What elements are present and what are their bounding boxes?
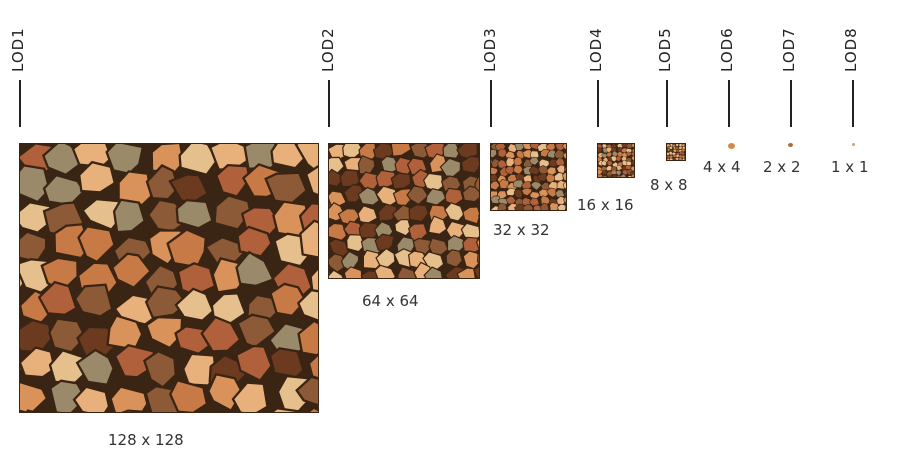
- lod4-label: LOD4: [587, 27, 605, 72]
- stone-texture-2: [329, 144, 479, 278]
- lod5-texture-image: [666, 143, 686, 161]
- lod6-size-caption: 4 x 4: [703, 158, 741, 176]
- lod5-tick: [666, 80, 668, 127]
- lod1-tick: [19, 80, 21, 127]
- lod3-tick: [490, 80, 492, 127]
- lod1-label: LOD1: [9, 27, 27, 72]
- lod3-size-caption: 32 x 32: [493, 221, 550, 239]
- lod2-tick: [328, 80, 330, 127]
- lod1-size-caption: 128 x 128: [108, 431, 184, 449]
- lod8-texture-dot: [852, 143, 855, 146]
- lod6-label: LOD6: [718, 27, 736, 72]
- lod7-size-caption: 2 x 2: [763, 158, 801, 176]
- lod7-texture-dot: [788, 143, 793, 147]
- lod5-size-caption: 8 x 8: [650, 176, 688, 194]
- lod6-tick: [728, 80, 730, 127]
- lod2-texture-image: [328, 143, 480, 279]
- stone-texture-4: [598, 144, 634, 177]
- lod4-size-caption: 16 x 16: [577, 196, 634, 214]
- lod2-label: LOD2: [319, 27, 337, 72]
- lod7-label: LOD7: [780, 27, 798, 72]
- lod3-texture-image: [490, 143, 567, 211]
- lod7-tick: [790, 80, 792, 127]
- lod4-texture-image: [597, 143, 635, 178]
- stone-texture-3: [491, 144, 566, 210]
- lod3-label: LOD3: [481, 27, 499, 72]
- lod6-texture-dot: [728, 143, 735, 149]
- lod8-size-caption: 1 x 1: [831, 158, 869, 176]
- lod8-label: LOD8: [842, 27, 860, 72]
- stone-texture-1: [20, 144, 318, 412]
- lod2-size-caption: 64 x 64: [362, 292, 419, 310]
- stone-texture-5: [667, 144, 685, 160]
- lod1-texture-image: [19, 143, 319, 413]
- lod5-label: LOD5: [656, 27, 674, 72]
- lod8-tick: [852, 80, 854, 127]
- lod4-tick: [597, 80, 599, 127]
